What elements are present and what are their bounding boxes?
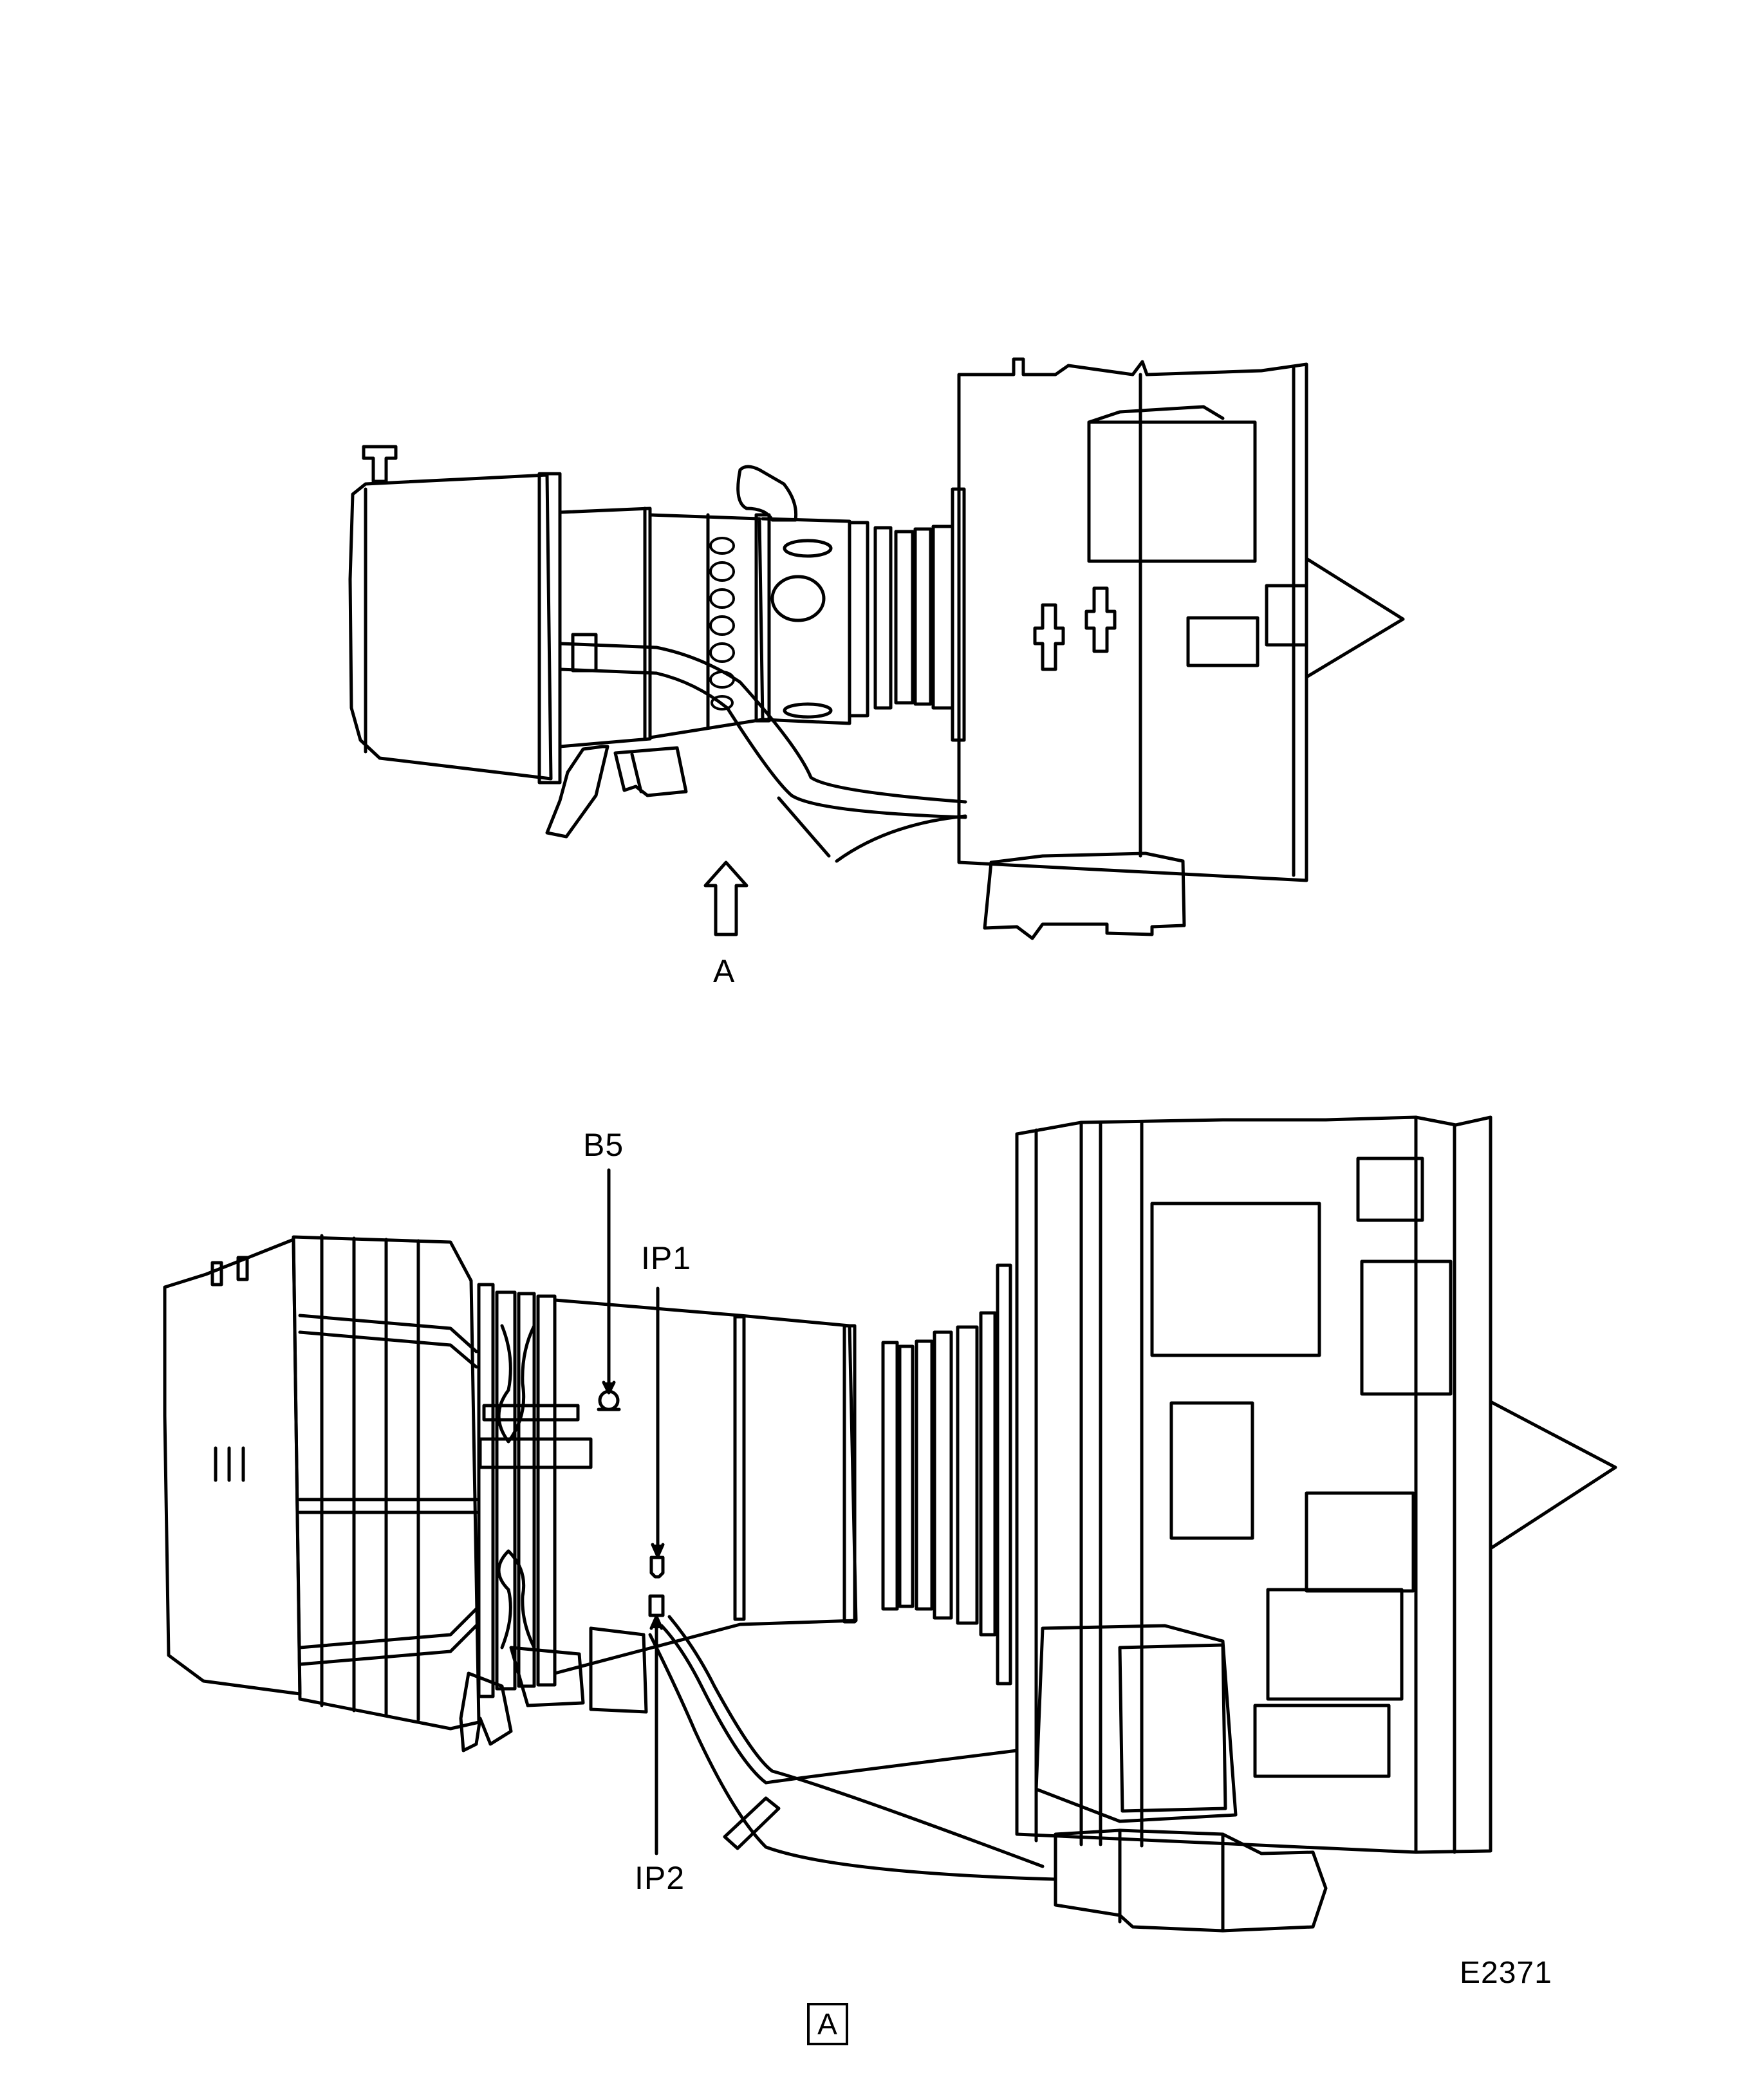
turbine-ring-3 — [894, 530, 915, 705]
lower-fitting-a3 — [589, 1626, 648, 1714]
intake-cowl-a — [163, 1238, 302, 1696]
fitting-bulb-bottom — [497, 1549, 536, 1649]
intake-cowl — [348, 473, 553, 781]
turbine-ring-5 — [931, 525, 954, 710]
b5-label: B5 — [583, 1127, 624, 1163]
lower-pipe-inner — [558, 667, 967, 819]
fitting-bulb-top — [497, 1324, 536, 1444]
turbine-ring-a6 — [979, 1311, 997, 1637]
lower-pipe-outer — [558, 642, 967, 804]
fan-flange-front — [537, 472, 562, 785]
figure-number: E2371 — [1460, 1956, 1552, 1990]
lower-fitting-left — [545, 745, 609, 839]
pipe-a-middle — [667, 1615, 1045, 1868]
view-label-box: A — [807, 2003, 848, 2045]
lower-pipe-bottom — [835, 814, 967, 863]
turbine-ring-a1 — [881, 1341, 899, 1611]
exhaust-block-a7 — [1253, 1704, 1391, 1778]
lower-fitting-a1 — [459, 1671, 513, 1752]
exhaust-block-a1 — [1150, 1202, 1321, 1357]
comp-ring-a4 — [536, 1294, 557, 1687]
bleed-ports — [709, 537, 735, 711]
turbine-ring-a4 — [933, 1330, 953, 1620]
view-arrow-label: A — [713, 953, 736, 989]
combustion-port-mid — [770, 575, 826, 622]
turbine-ring-a2 — [898, 1344, 915, 1608]
ip1-probe — [649, 1556, 665, 1579]
compressor-case — [648, 513, 765, 739]
fan-band-bottom — [298, 1607, 478, 1649]
engine-view-a — [163, 1115, 1617, 1933]
exhaust-block-a6 — [1356, 1157, 1424, 1222]
cowl-top-fitting — [362, 445, 398, 483]
upper-panel-top — [1087, 405, 1225, 424]
combustion-port-top — [783, 539, 833, 558]
probe-right — [1084, 586, 1117, 653]
lower-fitting-right — [613, 746, 688, 797]
gearbox-a — [1034, 1624, 1238, 1823]
fan-band-top — [298, 1314, 478, 1353]
ip1-leader-arrow — [651, 1543, 665, 1558]
probe-left — [1033, 603, 1065, 671]
tail-block — [1265, 584, 1308, 647]
combustion-port-bot — [783, 702, 833, 719]
upper-duct — [736, 465, 798, 522]
pipe-clamp — [571, 633, 598, 673]
intake-top-fitting — [210, 1261, 223, 1287]
lower-pipe-diag — [777, 796, 831, 858]
lower-gearbox — [983, 851, 1186, 940]
exhaust-block-a5 — [1266, 1588, 1404, 1701]
turbine-ring-2 — [873, 526, 893, 710]
tail-cone-a — [1489, 1400, 1617, 1550]
exhaust-casing — [957, 357, 1308, 882]
gearbox-a-inner — [1118, 1643, 1227, 1813]
comp-rib-2 — [842, 1324, 857, 1624]
turbine-ring-1 — [848, 521, 869, 718]
comp-case-a — [553, 1298, 858, 1675]
exhaust-block-a3 — [1169, 1401, 1254, 1540]
exhaust-block-a2 — [1360, 1259, 1453, 1396]
tail-cone — [1305, 557, 1405, 679]
turbine-ring-a7 — [996, 1263, 1012, 1686]
exhaust-block-a4 — [1305, 1491, 1415, 1593]
lower-fitting-a2 — [509, 1646, 585, 1707]
comp-ring-a2 — [495, 1290, 517, 1691]
turbine-ring-a3 — [915, 1339, 934, 1611]
engine-side-view — [348, 357, 1405, 940]
ip2-label: IP2 — [635, 1860, 685, 1896]
ip2-leader-arrow — [649, 1615, 664, 1630]
view-label: A — [817, 2007, 838, 2041]
b5-leader-arrow — [602, 1380, 616, 1395]
fan-case — [558, 506, 652, 748]
combustion-flange — [754, 513, 771, 723]
turbine-ring-a5 — [956, 1325, 979, 1625]
lower-fitting-line — [630, 752, 643, 794]
pipe-a-upper — [660, 1624, 1019, 1785]
comp-ring-a3 — [517, 1292, 536, 1688]
gearbox-a-lower — [1054, 1828, 1328, 1933]
comp-rib-1 — [733, 1315, 746, 1621]
combustion-case — [761, 517, 851, 725]
pipe-a-lower — [648, 1633, 1057, 1881]
side-panel — [1186, 616, 1260, 667]
turbine-ring-4 — [913, 527, 933, 706]
clamp-a1 — [482, 1404, 580, 1422]
upper-panel — [1087, 420, 1257, 563]
ip1-label: IP1 — [641, 1240, 692, 1276]
clamp-a2 — [478, 1437, 593, 1469]
ip2-probe — [648, 1594, 665, 1617]
view-arrow — [703, 860, 748, 936]
comp-ring-a1 — [477, 1283, 495, 1698]
pipe-a-clamp — [723, 1796, 781, 1850]
